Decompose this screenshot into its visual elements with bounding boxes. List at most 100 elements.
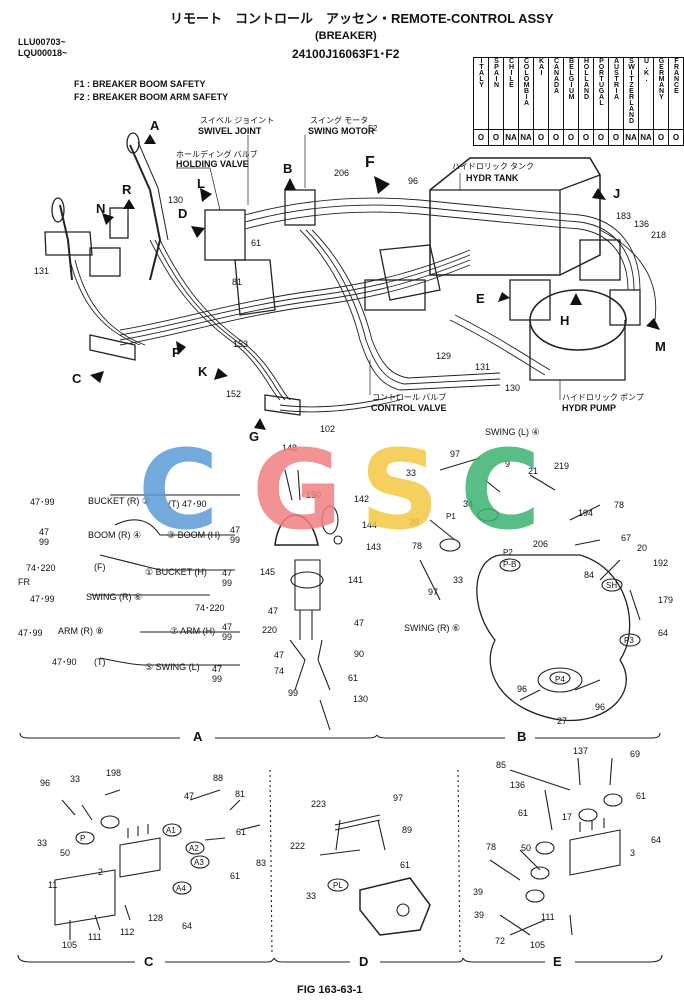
- callout-J: J: [613, 186, 621, 201]
- label-arm-r: ARM (R) ⑧: [58, 626, 104, 636]
- serial-range-2: LQU00018~: [18, 48, 68, 58]
- part-218: 218: [651, 230, 667, 240]
- section-d-drawing: [319, 814, 431, 936]
- a-part-145: 145: [260, 567, 276, 577]
- label-boom-r: BOOM (R) ④: [88, 530, 142, 540]
- callout-B: B: [283, 161, 293, 176]
- country-mark: O: [473, 129, 489, 146]
- note-f1: F1 : BREAKER BOOM SAFETY: [74, 79, 206, 89]
- a-part-47a: 47: [268, 606, 279, 616]
- f2-mark: F2: [368, 124, 378, 133]
- country-name: HOLLAND: [578, 57, 594, 130]
- a-part-142: 142: [354, 494, 370, 504]
- b-part-219: 219: [554, 461, 570, 471]
- part-153: 153: [233, 339, 249, 349]
- label-f: (F): [94, 562, 106, 572]
- label-t-top: (T) 47･90: [168, 499, 207, 509]
- b-port-p1: P1: [446, 512, 456, 521]
- b-part-192: 192: [653, 558, 669, 568]
- watermark-letter-c1: C: [138, 426, 219, 554]
- b-part-179: 179: [658, 595, 674, 605]
- country-mark: O: [488, 129, 504, 146]
- b-part-67: 67: [621, 533, 632, 543]
- country-name: ITALY: [473, 57, 489, 130]
- country-mark: O: [668, 129, 684, 146]
- c-part-88: 88: [213, 773, 224, 783]
- part-131-b: 131: [475, 362, 491, 372]
- callout-K: K: [198, 364, 208, 379]
- country-name: COLOMBIA: [518, 57, 534, 130]
- a-part-61: 61: [348, 673, 359, 683]
- c-port-p: P: [80, 834, 86, 843]
- callout-E: E: [476, 291, 485, 306]
- b-part-97a: 97: [450, 449, 461, 459]
- country-mark: O: [608, 129, 624, 146]
- c-part-198: 198: [106, 768, 122, 778]
- d-part-223: 223: [311, 799, 327, 809]
- c-part-61b: 61: [230, 871, 241, 881]
- b-part-84: 84: [584, 570, 595, 580]
- country-mark: NA: [638, 129, 654, 146]
- part-129: 129: [436, 351, 452, 361]
- e-part-136: 136: [510, 780, 526, 790]
- b-part-64: 64: [658, 628, 669, 638]
- c-part-128: 128: [148, 913, 164, 923]
- d-part-61: 61: [400, 860, 411, 870]
- e-part-64: 64: [651, 835, 662, 845]
- holding-valve-jp: ホールディング バルブ: [176, 150, 258, 159]
- e-part-61a: 61: [518, 808, 529, 818]
- swivel-joint-jp: スイベル ジョイント: [200, 116, 275, 125]
- hydr-tank-jp: ハイドロリック タンク: [452, 162, 535, 171]
- section-dividers: [17, 732, 663, 963]
- watermark-letter-c2: C: [460, 426, 541, 554]
- swivel-joint-label: SWIVEL JOINT: [198, 126, 262, 136]
- c-part-96: 96: [40, 778, 51, 788]
- b-part-78b: 78: [614, 500, 625, 510]
- a-part-144: 144: [362, 520, 378, 530]
- e-part-39a: 39: [473, 887, 484, 897]
- part-96: 96: [408, 176, 419, 186]
- section-b-caption: B: [517, 729, 527, 744]
- section-c-drawing: [54, 789, 261, 940]
- country-mark: O: [578, 129, 594, 146]
- country-name: CHILE: [503, 57, 519, 130]
- c-part-2: 2: [98, 867, 104, 877]
- a-part-99: 99: [288, 688, 299, 698]
- c-part-81: 81: [235, 789, 246, 799]
- part-130: 130: [168, 195, 184, 205]
- c-part-33b: 33: [37, 838, 48, 848]
- country-name: KAI: [533, 57, 549, 130]
- b-part-96a: 96: [517, 684, 528, 694]
- part-131: 131: [34, 266, 50, 276]
- country-mark: O: [653, 129, 669, 146]
- section-c-caption: C: [144, 954, 154, 969]
- country-mark: NA: [503, 129, 519, 146]
- fr-label: FR: [18, 577, 30, 587]
- a-part-148: 148: [282, 443, 298, 453]
- c-part-83: 83: [256, 858, 267, 868]
- c-part-64: 64: [182, 921, 193, 931]
- section-e-drawing: [489, 757, 623, 936]
- d-part-33: 33: [306, 891, 317, 901]
- b-part-33a: 33: [406, 468, 417, 478]
- part-81: 81: [232, 277, 243, 287]
- country-name: AUSTRIA: [608, 57, 624, 130]
- c-part-111: 111: [88, 932, 102, 942]
- e-part-85: 85: [496, 760, 507, 770]
- note-f2: F2 : BREAKER BOOM ARM SAFETY: [74, 92, 229, 102]
- label-t-bottom: (T): [94, 657, 106, 667]
- b-part-78a: 78: [412, 541, 423, 551]
- d-part-97: 97: [393, 793, 404, 803]
- country-name: GERMANY: [653, 57, 669, 130]
- label-bucket-h: ① BUCKET (H): [145, 567, 207, 577]
- part-102: 102: [320, 424, 336, 434]
- part-61: 61: [251, 238, 262, 248]
- callout-N: N: [96, 201, 106, 216]
- c-part-11: 11: [48, 880, 58, 890]
- e-part-69: 69: [630, 749, 641, 759]
- callout-G: G: [249, 429, 260, 444]
- e-part-61b: 61: [636, 791, 647, 801]
- e-part-3: 3: [630, 848, 636, 858]
- part-136: 136: [634, 219, 650, 229]
